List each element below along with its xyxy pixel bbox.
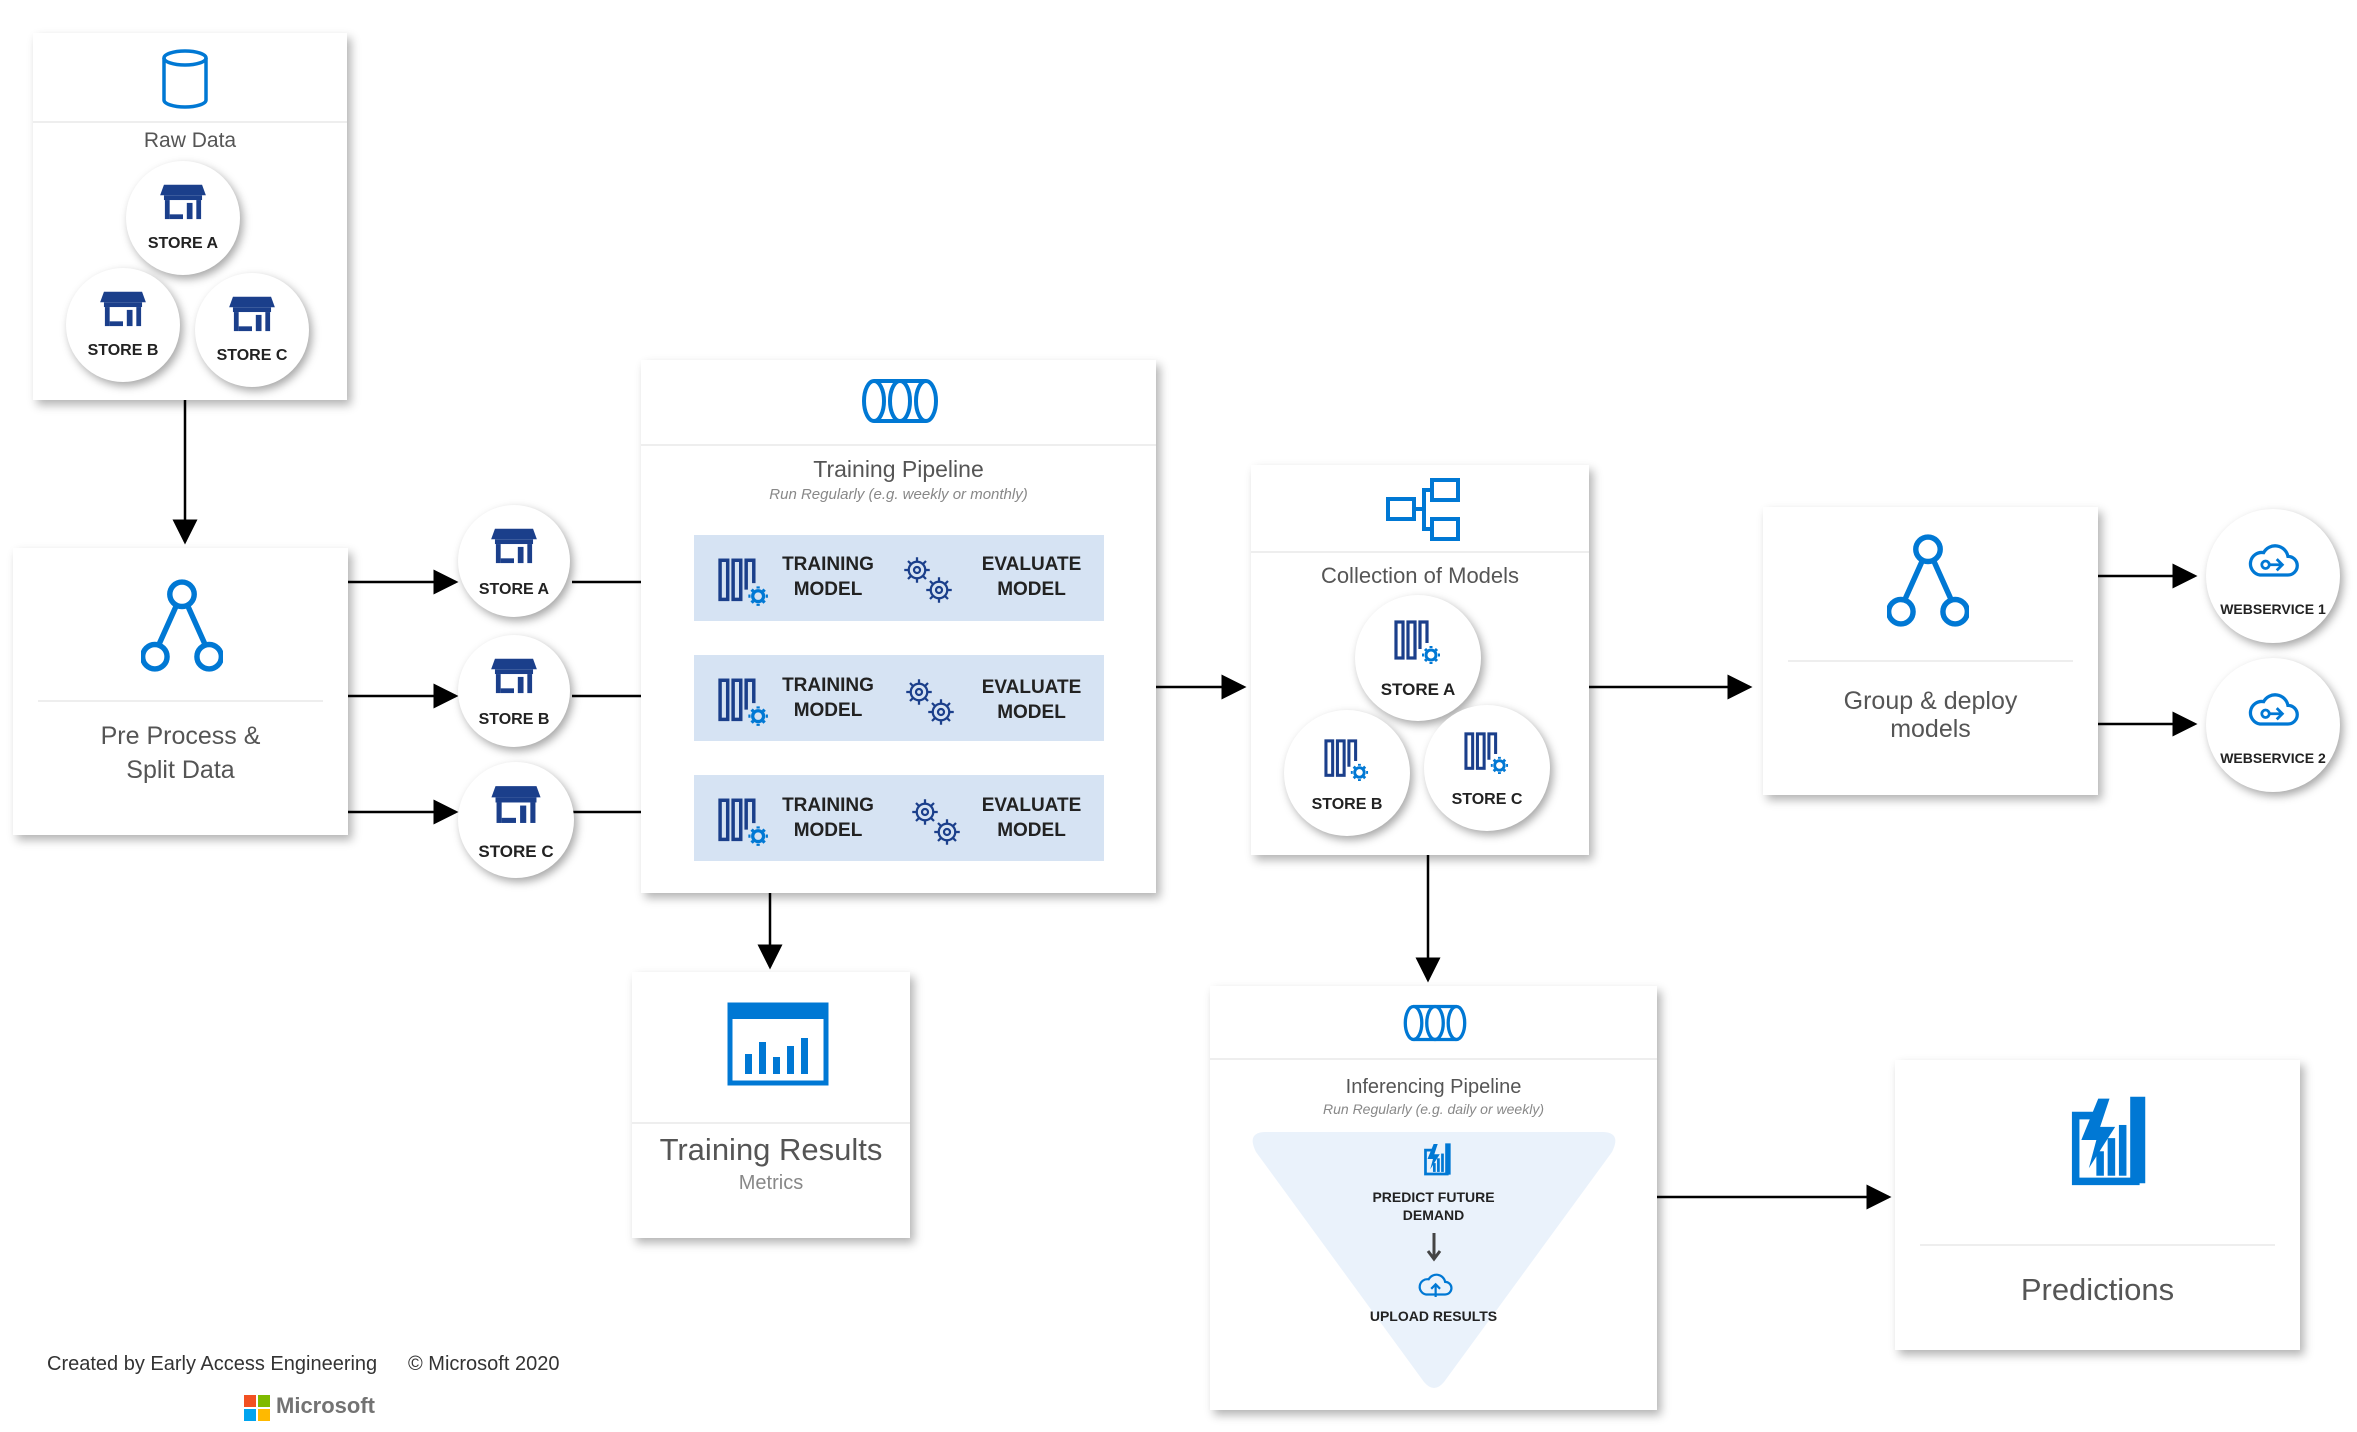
split-store-c: STORE C: [458, 762, 574, 878]
store-icon: [490, 525, 538, 565]
upload-cloud-icon: [1416, 1270, 1454, 1300]
predictions-label: Predictions: [2020, 1272, 2175, 1307]
upload-step-label: UPLOAD RESULTS: [1369, 1308, 1498, 1324]
training-pipeline-card: Training Pipeline Run Regularly (e.g. we…: [641, 360, 1156, 893]
store-icon: [159, 181, 207, 221]
model-icon: [1323, 738, 1371, 782]
gear-icon: [926, 697, 956, 727]
cloud-service-icon: [2245, 688, 2301, 732]
predictions-chart-icon: [2055, 1090, 2149, 1190]
raw-data-label: Raw Data: [143, 129, 237, 152]
split-store-a: STORE A: [458, 505, 570, 617]
deploy-card: Group & deploy models: [1763, 507, 2098, 795]
predictions-card: Predictions: [1895, 1060, 2300, 1350]
raw-store-a: STORE A: [126, 161, 240, 275]
raw-store-b: STORE B: [66, 268, 180, 382]
model-icon: [1463, 731, 1511, 775]
database-icon: [162, 49, 208, 109]
training-pipeline-subtitle: Run Regularly (e.g. weekly or monthly): [769, 486, 1028, 503]
training-results-title: Training Results: [659, 1132, 883, 1167]
cloud-service-icon: [2245, 539, 2301, 583]
model-icon: [1392, 619, 1444, 665]
branch-icon: [141, 578, 223, 673]
training-results-card: Training Results Metrics: [632, 972, 910, 1238]
model-store-c: STORE C: [1424, 705, 1550, 831]
deploy-label-line2: models: [1890, 715, 1971, 743]
model-store-b: STORE B: [1284, 710, 1410, 836]
collection-icon: [1386, 478, 1460, 541]
inferencing-pipeline-card: Inferencing Pipeline Run Regularly (e.g.…: [1210, 986, 1657, 1410]
store-icon: [228, 293, 276, 333]
gear-icon: [924, 575, 954, 605]
inferencing-subtitle: Run Regularly (e.g. daily or weekly): [1323, 1101, 1544, 1117]
raw-data-card: Raw Data STORE A STORE B STORE C: [33, 33, 347, 400]
training-results-subtitle: Metrics: [738, 1172, 804, 1194]
training-model-icon: [716, 797, 772, 847]
branch-icon: [1887, 533, 1969, 628]
deploy-label-line1: Group & deploy: [1843, 687, 2018, 715]
pipeline-icon: [860, 376, 940, 426]
inferencing-title: Inferencing Pipeline: [1345, 1076, 1522, 1098]
split-store-b: STORE B: [458, 635, 570, 747]
webservice-2: WEBSERVICE 2: [2206, 658, 2340, 792]
collection-card: Collection of Models STORE A STORE B STO…: [1251, 465, 1589, 855]
gear-icon: [932, 817, 962, 847]
created-by-text: Created by Early Access Engineering: [47, 1353, 378, 1375]
preprocess-label-line2: Split Data: [126, 756, 235, 784]
webservice-1: WEBSERVICE 1: [2206, 509, 2340, 643]
store-icon: [99, 288, 147, 328]
model-store-a: STORE A: [1355, 595, 1481, 721]
microsoft-logo-text: Microsoft: [276, 1393, 375, 1418]
store-icon: [490, 782, 542, 825]
predict-chart-icon: [1418, 1142, 1452, 1176]
microsoft-logo-icon: [244, 1395, 270, 1421]
training-model-icon: [716, 677, 772, 727]
dashboard-chart-icon: [727, 1002, 829, 1086]
training-model-icon: [716, 557, 772, 607]
preprocess-label-line1: Pre Process &: [100, 722, 261, 750]
store-icon: [490, 655, 538, 695]
down-arrow-icon: [1426, 1233, 1442, 1262]
training-pipeline-title: Training Pipeline: [813, 456, 984, 482]
pipeline-icon: [1402, 1002, 1468, 1044]
preprocess-card: Pre Process & Split Data: [13, 548, 348, 835]
copyright-text: © Microsoft 2020: [408, 1353, 560, 1375]
raw-store-c: STORE C: [195, 273, 309, 387]
collection-label: Collection of Models: [1320, 563, 1520, 588]
